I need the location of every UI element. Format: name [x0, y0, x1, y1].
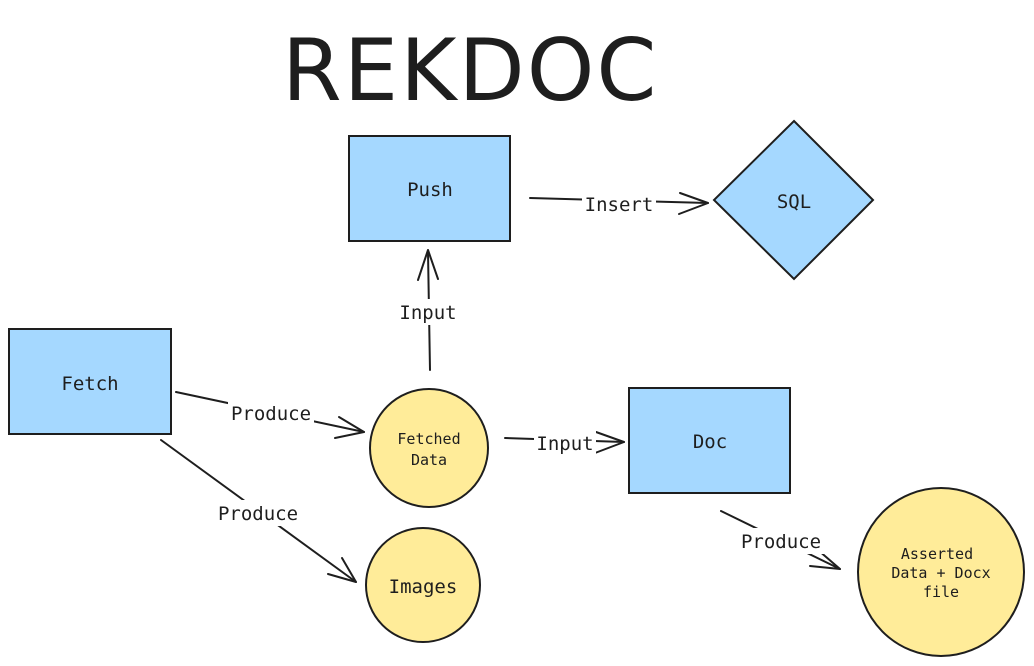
edge-label-bg: [228, 400, 314, 426]
node-asserted-label-line3: file: [923, 583, 959, 601]
edge-label-produce-images: Produce: [218, 503, 298, 525]
edge-fetch-to-images: Produce: [160, 439, 357, 583]
node-push-box: [348, 135, 511, 242]
edge-label-bg: [582, 191, 656, 217]
node-images-label: Images: [389, 576, 458, 598]
edge-label-produce-asserted: Produce: [741, 531, 821, 553]
node-sql: SQL: [712, 119, 875, 281]
diagram-title: REKDOC: [282, 21, 658, 121]
node-asserted-data: Asserted Data + Docx file: [857, 487, 1025, 657]
arrow-head: [334, 416, 365, 439]
edge-fetched-to-push: Input: [397, 249, 459, 371]
node-fetch-label: Fetch: [61, 373, 118, 395]
edge-label-bg: [215, 500, 301, 526]
node-images: Images: [365, 527, 481, 643]
edge-doc-to-asserted: Produce: [720, 510, 841, 570]
node-fetched-data-label-line2: Data: [411, 451, 447, 469]
edge-label-bg: [534, 430, 596, 456]
node-fetch: Fetch: [8, 328, 172, 435]
node-doc-label: Doc: [693, 431, 727, 453]
edge-label-produce-fetched: Produce: [231, 403, 311, 425]
node-push: Push: [348, 135, 511, 242]
node-doc-box: [628, 387, 791, 494]
node-fetched-data-label-line1: Fetched: [397, 430, 460, 448]
arrow-head: [417, 249, 439, 281]
node-doc: Doc: [628, 387, 791, 494]
edge-label-input-doc: Input: [536, 433, 593, 455]
edge-fetch-to-fetched: Produce: [175, 391, 365, 439]
arrow-head: [678, 192, 709, 215]
node-sql-diamond: [712, 119, 875, 281]
edge-label-bg: [397, 299, 459, 325]
edge-push-to-sql: Insert: [529, 191, 709, 217]
node-fetch-box: [8, 328, 172, 435]
arrow-head: [594, 431, 625, 454]
edge-label-insert: Insert: [585, 194, 654, 216]
edge-fetched-to-doc: Input: [504, 430, 625, 456]
node-fetched-data: Fetched Data: [369, 388, 489, 508]
arrow-head: [809, 549, 841, 570]
node-asserted-label-line1: Asserted: [901, 545, 973, 563]
edge-label-bg: [738, 528, 824, 554]
edge-label-input-push: Input: [399, 302, 456, 324]
node-sql-label: SQL: [777, 191, 811, 213]
node-fetched-data-circle: [369, 388, 489, 508]
node-asserted-data-circle: [857, 487, 1025, 657]
node-push-label: Push: [407, 179, 453, 201]
arrow-head: [327, 557, 357, 583]
node-asserted-label-line2: Data + Docx: [891, 564, 990, 582]
node-images-circle: [365, 527, 481, 643]
